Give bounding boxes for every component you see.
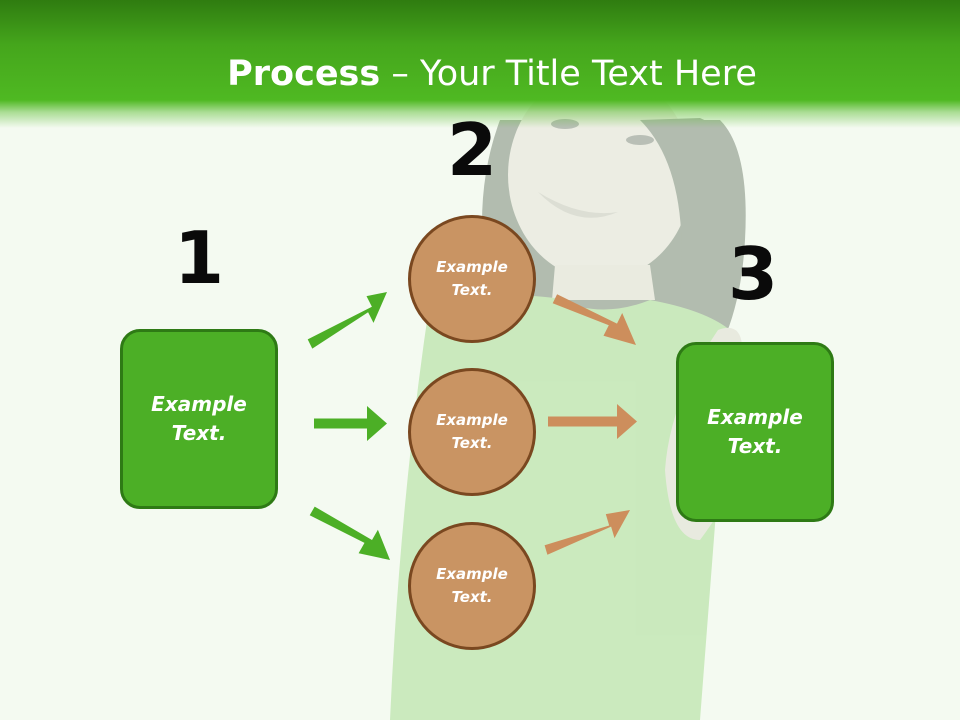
arrow-right-icon: [548, 404, 637, 439]
arrow-up-right-icon: [307, 292, 387, 349]
title-rest: – Your Title Text Here: [380, 54, 757, 94]
start-box: Example Text.: [120, 329, 278, 509]
arrow-right-icon: [314, 406, 387, 441]
brown-arrows: [544, 294, 637, 555]
process-circle-top: Example Text.: [408, 215, 536, 343]
process-circle-label: Example Text.: [436, 411, 508, 452]
arrow-up-right-icon: [544, 510, 630, 555]
arrow-down-right-icon: [309, 506, 390, 560]
process-circle-bottom: Example Text.: [408, 522, 536, 650]
step-number-2: 2: [446, 108, 498, 192]
end-box-label: Example Text.: [707, 405, 803, 458]
arrow-down-right-icon: [552, 294, 636, 345]
start-box-label: Example Text.: [151, 392, 247, 445]
process-circle-middle: Example Text.: [408, 368, 536, 496]
step-number-1: 1: [173, 216, 225, 300]
process-circle-label: Example Text.: [436, 565, 508, 606]
green-arrows: [307, 292, 390, 560]
header-bar: [0, 0, 960, 150]
end-box: Example Text.: [676, 342, 834, 522]
process-circle-label: Example Text.: [436, 258, 508, 299]
step-number-3: 3: [727, 232, 779, 316]
slide-title: Process – Your Title Text Here: [0, 52, 960, 96]
title-strong: Process: [227, 54, 381, 94]
